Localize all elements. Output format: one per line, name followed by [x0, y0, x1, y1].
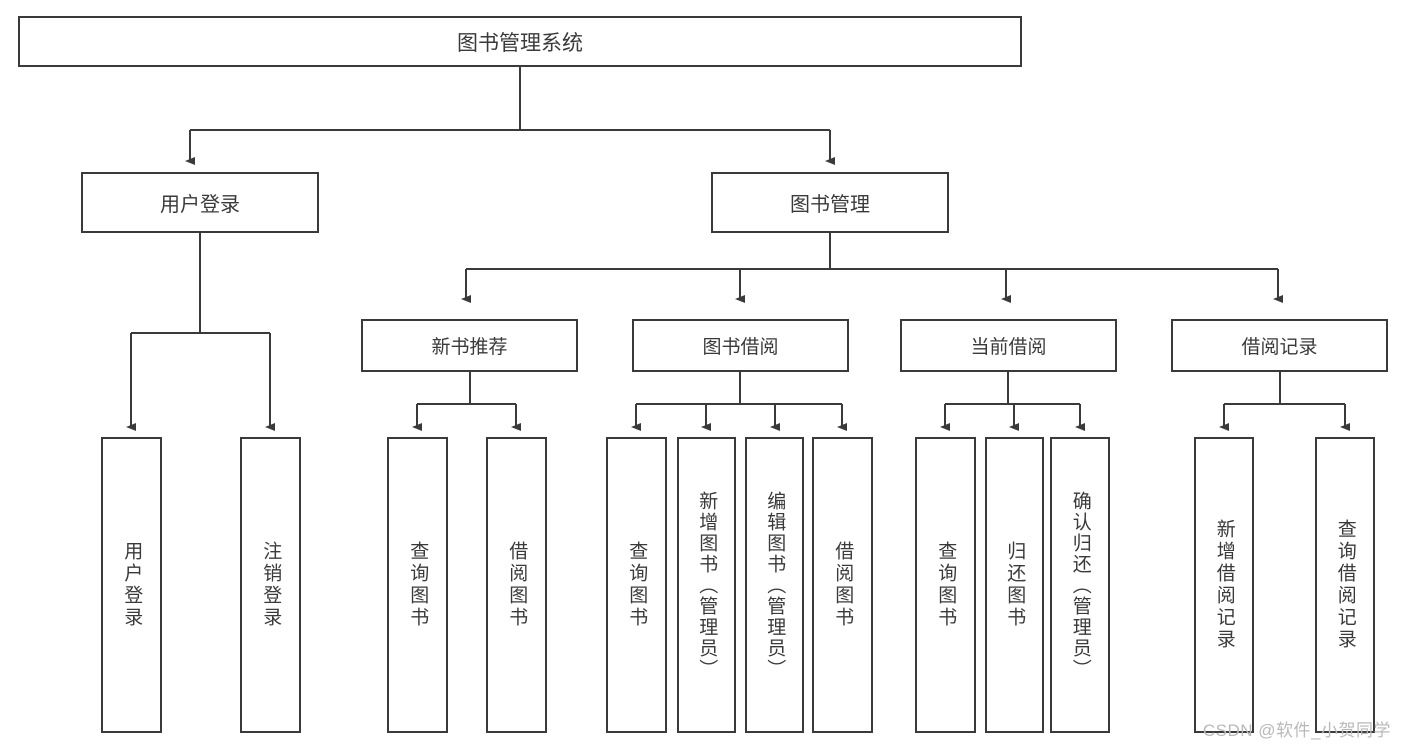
leaf-records-add[interactable]: 新增借阅记录	[1194, 437, 1254, 733]
leaf-user-login[interactable]: 用户登录	[101, 437, 162, 733]
leaf-label: 查询图书	[626, 541, 648, 629]
leaf-label: 借阅图书	[832, 541, 854, 629]
leaf-borrow-add-book-admin[interactable]: 新增图书（管理员）	[677, 437, 736, 733]
node-current-borrow[interactable]: 当前借阅	[900, 319, 1117, 372]
leaf-records-query[interactable]: 查询借阅记录	[1315, 437, 1375, 733]
leaf-borrow-edit-book-admin[interactable]: 编辑图书（管理员）	[745, 437, 804, 733]
node-root-system[interactable]: 图书管理系统	[18, 16, 1022, 67]
leaf-new-book-query[interactable]: 查询图书	[387, 437, 448, 733]
node-borrow-records[interactable]: 借阅记录	[1171, 319, 1388, 372]
leaf-label: 归还图书	[1004, 541, 1026, 629]
leaf-new-book-borrow[interactable]: 借阅图书	[486, 437, 547, 733]
leaf-borrow-lend-book[interactable]: 借阅图书	[812, 437, 873, 733]
leaf-label: 查询借阅记录	[1334, 519, 1356, 651]
leaf-current-query-book[interactable]: 查询图书	[915, 437, 976, 733]
leaf-current-confirm-return-admin[interactable]: 确认归还（管理员）	[1050, 437, 1110, 733]
leaf-user-logout[interactable]: 注销登录	[240, 437, 301, 733]
node-book-borrow[interactable]: 图书借阅	[632, 319, 849, 372]
leaf-borrow-query-book[interactable]: 查询图书	[606, 437, 667, 733]
leaf-label: 编辑图书（管理员）	[764, 490, 786, 680]
leaf-current-return-book[interactable]: 归还图书	[985, 437, 1044, 733]
node-user-login[interactable]: 用户登录	[81, 172, 319, 233]
leaf-label: 用户登录	[121, 541, 143, 629]
node-new-book-recommend[interactable]: 新书推荐	[361, 319, 578, 372]
node-book-management[interactable]: 图书管理	[711, 172, 949, 233]
leaf-label: 查询图书	[935, 541, 957, 629]
leaf-label: 注销登录	[260, 541, 282, 629]
leaf-label: 确认归还（管理员）	[1069, 490, 1091, 680]
leaf-label: 新增借阅记录	[1213, 519, 1235, 651]
leaf-label: 借阅图书	[506, 541, 528, 629]
leaf-label: 新增图书（管理员）	[696, 490, 718, 680]
leaf-label: 查询图书	[407, 541, 429, 629]
